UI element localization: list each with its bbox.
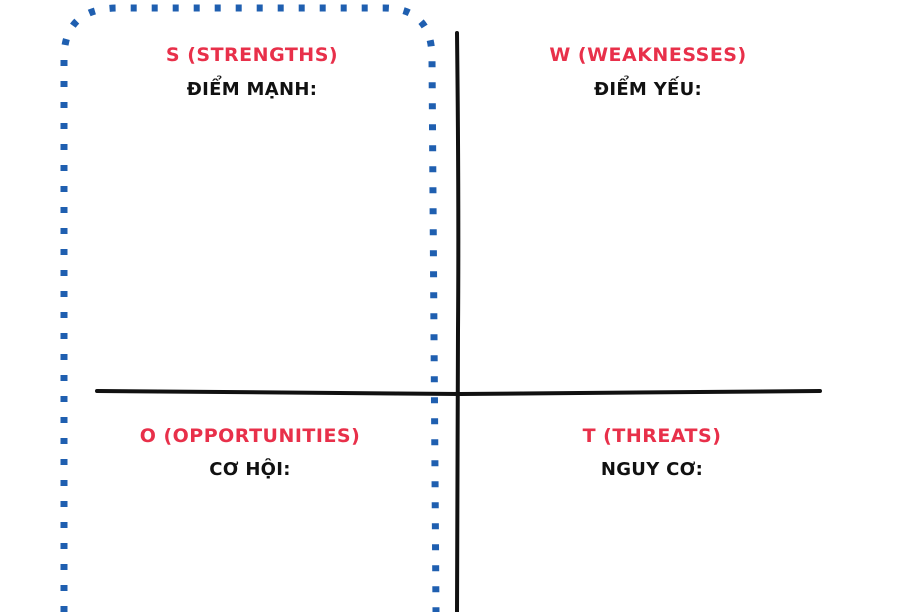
strengths-title: S (STRENGTHS) bbox=[165, 44, 339, 66]
vertical-axis-line bbox=[455, 31, 461, 612]
weaknesses-label: ĐIỂM YẾU: bbox=[593, 79, 703, 100]
weaknesses-title: W (WEAKNESSES) bbox=[549, 44, 747, 66]
opportunities-label: CƠ HỘI: bbox=[209, 459, 291, 480]
opportunities-title: O (OPPORTUNITIES) bbox=[139, 425, 361, 447]
threats-title: T (THREATS) bbox=[582, 425, 722, 447]
strengths-label: ĐIỂM MẠNH: bbox=[186, 79, 318, 100]
threats-label: NGUY CƠ: bbox=[600, 459, 704, 480]
horizontal-axis-line bbox=[95, 389, 822, 397]
